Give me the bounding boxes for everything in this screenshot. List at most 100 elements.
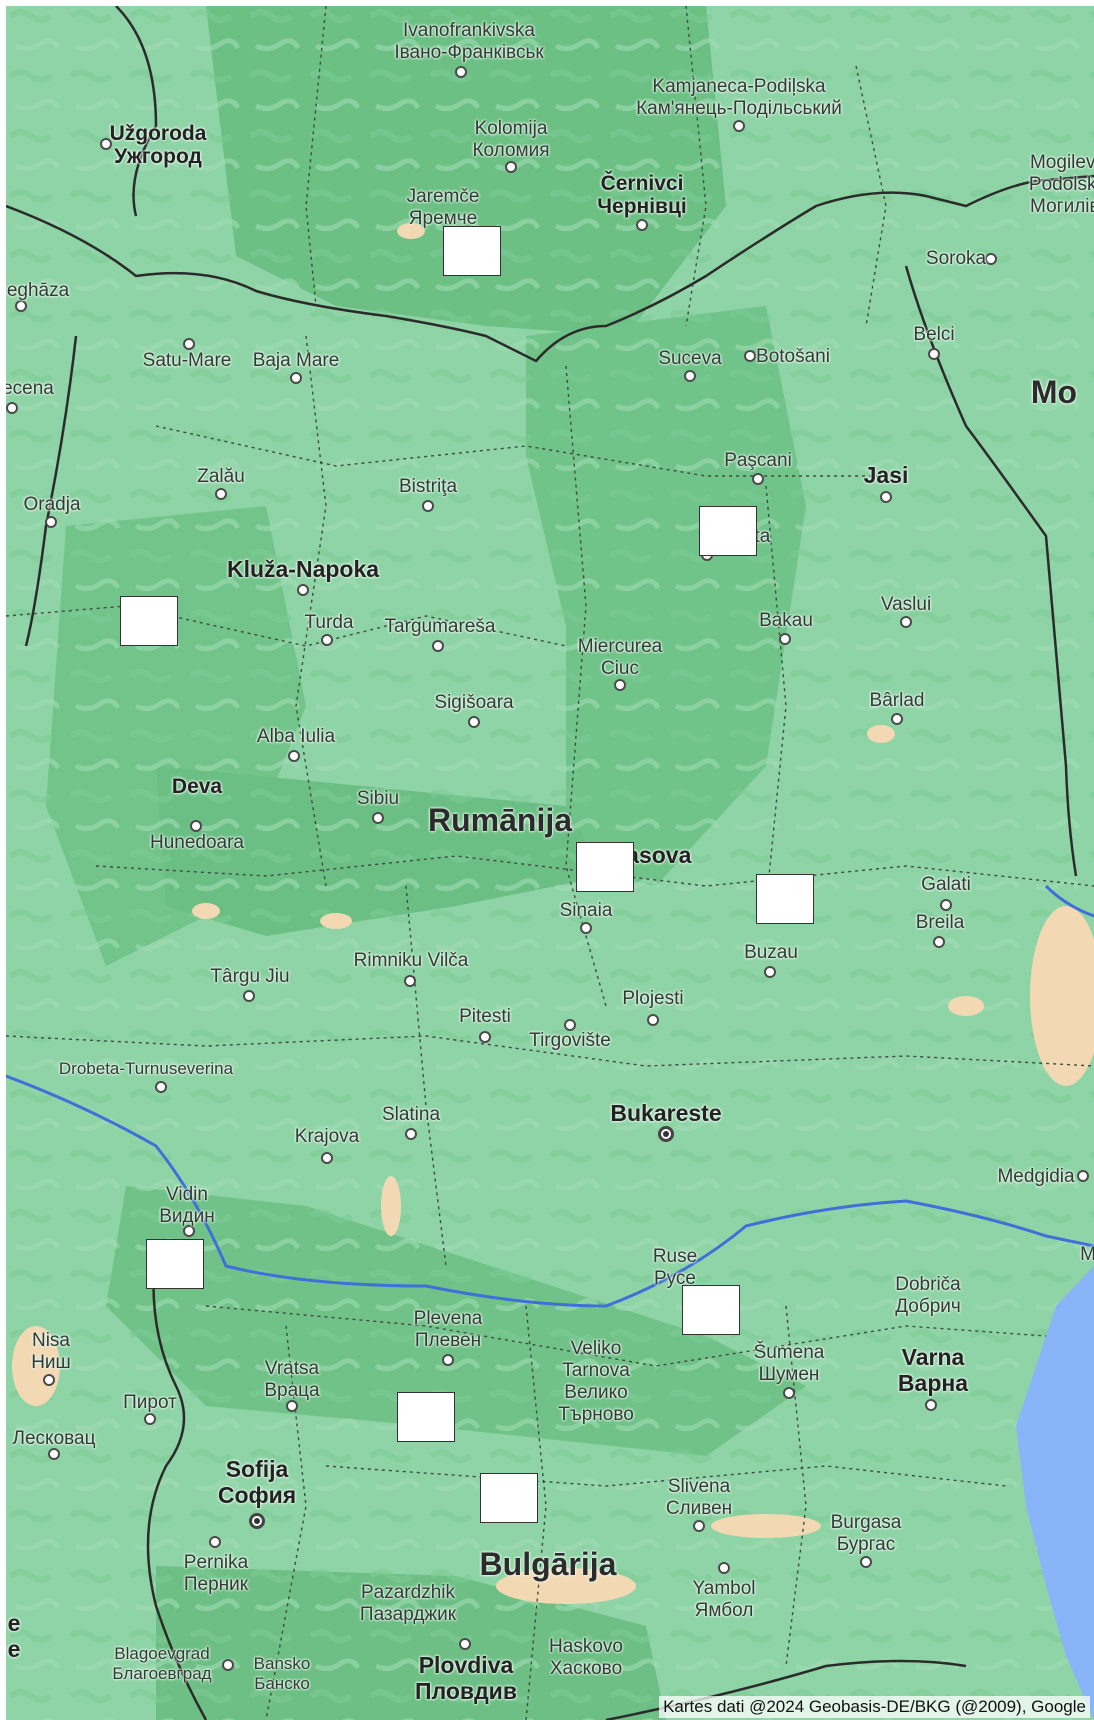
- marker-box-5[interactable]: [756, 874, 814, 924]
- city-dot-kamjaneca[interactable]: [733, 120, 745, 132]
- map-attribution[interactable]: Kartes dati @2024 Geobasis-DE/BKG (@2009…: [659, 1696, 1090, 1718]
- city-dot-eghaza[interactable]: [15, 300, 27, 312]
- city-dot-pirot[interactable]: [144, 1413, 156, 1425]
- label-zalau[interactable]: Zalău: [197, 466, 245, 487]
- label-plojesti[interactable]: Plojesti: [622, 988, 684, 1009]
- city-dot-sofija[interactable]: [249, 1513, 265, 1529]
- label-botosani[interactable]: Botošani: [756, 346, 830, 367]
- city-dot-plevena[interactable]: [442, 1354, 454, 1366]
- city-dot-vratsa[interactable]: [286, 1400, 298, 1412]
- city-dot-alba-iulia[interactable]: [288, 750, 300, 762]
- city-dot-burgasa[interactable]: [860, 1556, 872, 1568]
- label-bulgarija[interactable]: Bulgārija: [479, 1546, 617, 1582]
- label-ecena[interactable]: ecena: [6, 378, 54, 399]
- city-dot-ivano[interactable]: [455, 66, 467, 78]
- city-dot-miercurea[interactable]: [614, 679, 626, 691]
- city-dot-plojesti[interactable]: [647, 1014, 659, 1026]
- city-dot-nisa[interactable]: [43, 1374, 55, 1386]
- label-sigisoara[interactable]: Sigišoara: [434, 692, 514, 713]
- city-dot-varna[interactable]: [925, 1399, 937, 1411]
- city-dot-uzgoroda[interactable]: [100, 138, 112, 150]
- city-dot-slatina[interactable]: [405, 1128, 417, 1140]
- city-dot-krajova[interactable]: [321, 1152, 333, 1164]
- city-dot-blagoevgrad[interactable]: [222, 1659, 234, 1671]
- label-targu-jiu[interactable]: Târgu Jiu: [210, 966, 290, 987]
- label-eghaza[interactable]: eghāza: [6, 280, 70, 301]
- city-dot-deva[interactable]: [190, 820, 202, 832]
- marker-box-6[interactable]: [146, 1239, 204, 1289]
- city-dot-baja-mare[interactable]: [290, 372, 302, 384]
- city-dot-rimniku[interactable]: [404, 975, 416, 987]
- city-dot-jasi[interactable]: [880, 491, 892, 503]
- label-turda[interactable]: Turda: [304, 612, 354, 633]
- label-kluza[interactable]: Kluža-Napoka: [226, 556, 380, 582]
- city-dot-buzau[interactable]: [764, 966, 776, 978]
- marker-box-4[interactable]: [576, 842, 634, 892]
- label-hunedoara[interactable]: Hunedoara: [149, 832, 245, 853]
- label-pitesti[interactable]: Pitesti: [459, 1006, 511, 1027]
- label-targumaresa[interactable]: Targumareša: [384, 616, 496, 637]
- label-satu-mare[interactable]: Satu-Mare: [142, 350, 232, 371]
- city-dot-oradja[interactable]: [45, 516, 57, 528]
- label-sinaia[interactable]: Sinaia: [559, 900, 613, 921]
- label-krajova[interactable]: Krajova: [294, 1126, 360, 1147]
- label-leskovac[interactable]: Лесковац: [12, 1428, 96, 1449]
- label-rumanija[interactable]: Rumānija: [427, 802, 573, 838]
- city-dot-pernika[interactable]: [209, 1536, 221, 1548]
- label-drobeta[interactable]: Drobeta-Turnuseverina: [58, 1059, 234, 1078]
- city-dot-vidin[interactable]: [183, 1225, 195, 1237]
- label-slatina[interactable]: Slatina: [381, 1104, 441, 1125]
- city-dot-botosani[interactable]: [744, 350, 756, 362]
- city-dot-satu-mare[interactable]: [183, 338, 195, 350]
- city-dot-leskovac[interactable]: [48, 1448, 60, 1460]
- label-rimniku[interactable]: Rimniku Vilča: [353, 950, 469, 971]
- label-tirgoviste[interactable]: Tirgovište: [529, 1030, 611, 1051]
- label-bistrita[interactable]: Bistriţa: [398, 476, 458, 497]
- city-dot-galati[interactable]: [940, 899, 952, 911]
- label-vaslui[interactable]: Vaslui: [880, 594, 932, 615]
- city-dot-plovdiva[interactable]: [459, 1638, 471, 1650]
- label-medgidia[interactable]: Medgidia: [997, 1166, 1075, 1187]
- marker-box-8[interactable]: [397, 1392, 455, 1442]
- label-bukareste[interactable]: Bukareste: [610, 1100, 722, 1126]
- label-galati[interactable]: Galati: [921, 874, 971, 895]
- label-belci[interactable]: Belci: [913, 324, 955, 345]
- label-mo[interactable]: Mo: [1030, 374, 1078, 410]
- city-dot-drobeta[interactable]: [155, 1081, 167, 1093]
- label-mogileva[interactable]: MogilevaPodolskaМогилів-: [1028, 152, 1094, 217]
- marker-box-1[interactable]: [443, 226, 501, 276]
- marker-box-7[interactable]: [682, 1285, 740, 1335]
- city-dot-cernivci[interactable]: [636, 219, 648, 231]
- label-jasi[interactable]: Jasi: [863, 462, 909, 488]
- label-m-edge[interactable]: M: [1080, 1244, 1094, 1265]
- city-dot-barlad[interactable]: [891, 713, 903, 725]
- city-dot-yambol[interactable]: [718, 1562, 730, 1574]
- city-dot-paseani[interactable]: [752, 473, 764, 485]
- marker-box-9[interactable]: [480, 1473, 538, 1523]
- label-suceva[interactable]: Suceva: [658, 348, 722, 369]
- label-deva[interactable]: Deva: [171, 775, 223, 798]
- city-dot-breila[interactable]: [933, 936, 945, 948]
- city-dot-bukareste[interactable]: [658, 1126, 674, 1142]
